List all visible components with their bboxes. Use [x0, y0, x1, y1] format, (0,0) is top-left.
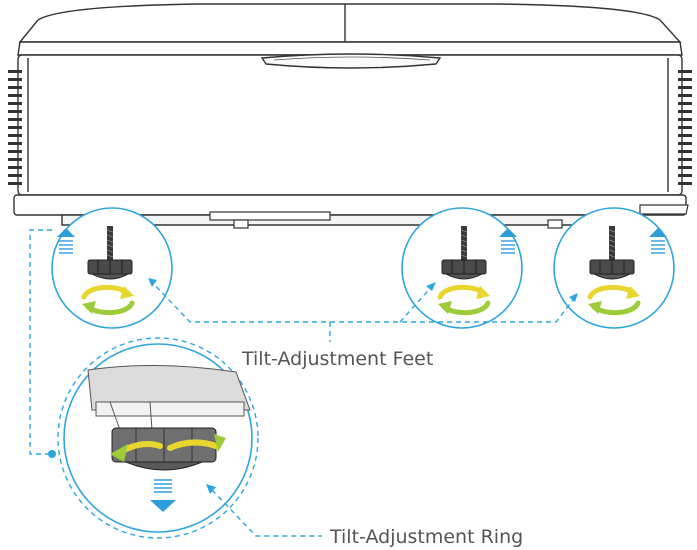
- ring-zoom-callout: [57, 337, 259, 539]
- foot-callout-left: [51, 207, 173, 329]
- projector-underside: [209, 204, 689, 229]
- down-arrow-icon: [150, 479, 176, 512]
- ring-leader-line: [206, 484, 322, 537]
- feet-leader-lines: [149, 279, 577, 342]
- vent-right-icon: [678, 70, 692, 185]
- arrowheads: [148, 278, 578, 302]
- foot-callout-middle: [401, 207, 523, 329]
- projector-body: [13, 3, 687, 226]
- tilt-adjustment-ring: [111, 427, 217, 471]
- tilt-adjustment-ring-label: Tilt-Adjustment Ring: [330, 526, 524, 548]
- zoom-link: [29, 229, 52, 455]
- tilt-adjustment-feet-label: Tilt-Adjustment Feet: [242, 348, 434, 370]
- vent-left-icon: [8, 70, 22, 185]
- foot-callout-right: [553, 207, 675, 329]
- rotate-arrows-icon: [110, 434, 226, 462]
- link-dot: [48, 450, 56, 458]
